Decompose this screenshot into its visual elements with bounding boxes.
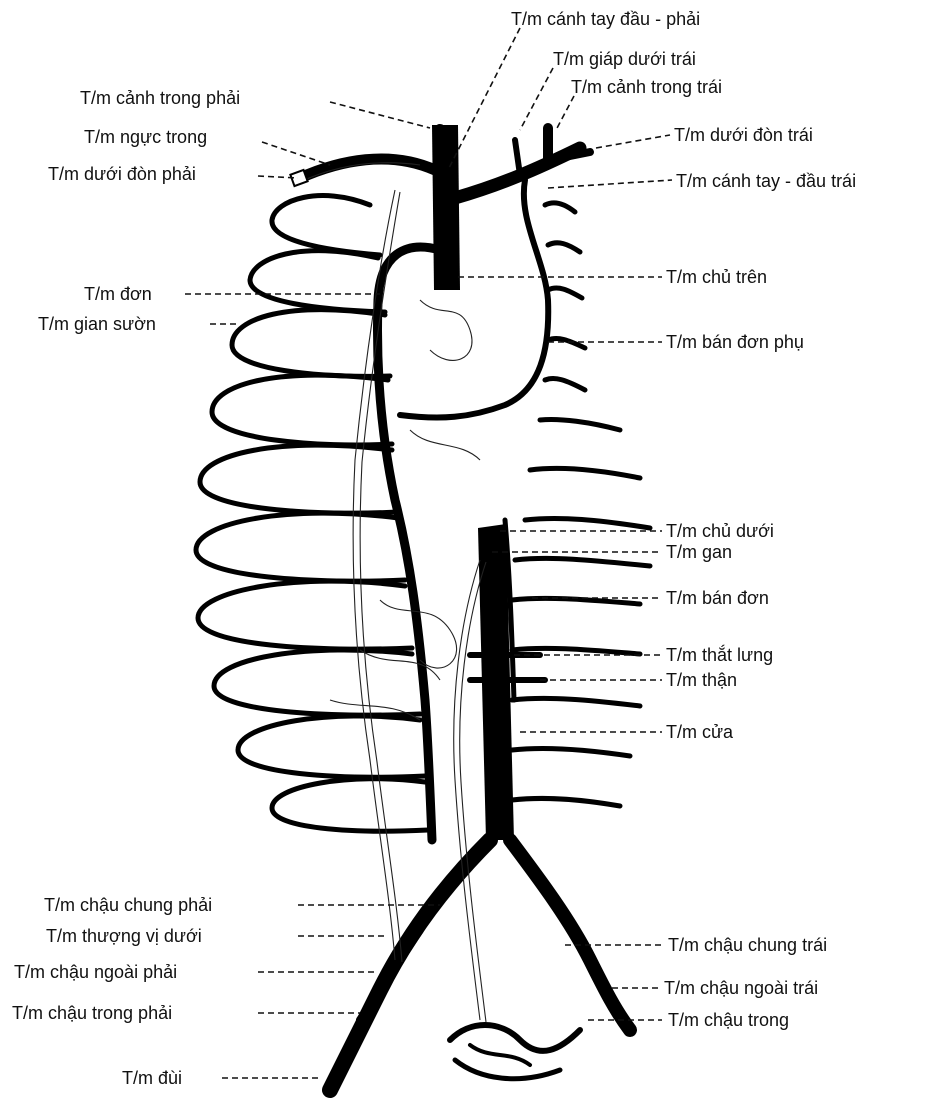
label-superior-vena-cava: T/m chủ trên	[666, 267, 767, 287]
label-internal-iliac: T/m chậu trong	[668, 1010, 789, 1030]
label-inferior-vena-cava: T/m chủ dưới	[666, 521, 774, 541]
label-left-brachiocephalic: T/m cánh tay - đầu trái	[676, 171, 856, 191]
right-internal-jugular	[440, 130, 443, 185]
left-common-iliac	[510, 840, 630, 1030]
label-internal-thoracic: T/m ngực trong	[84, 127, 207, 147]
label-left-internal-jugular: T/m cảnh trong trái	[571, 77, 722, 97]
label-hemiazygos: T/m bán đơn	[666, 588, 769, 608]
label-left-inferior-thyroid: T/m giáp dưới trái	[553, 49, 696, 69]
label-right-internal-iliac: T/m chậu trong phải	[12, 1003, 172, 1023]
right-external-iliac	[360, 930, 420, 1020]
label-inferior-epigastric: T/m thượng vị dưới	[46, 926, 202, 946]
label-intercostal: T/m gian sườn	[38, 314, 156, 334]
label-right-common-iliac: T/m chậu chung phải	[44, 895, 212, 915]
label-left-subclavian: T/m dưới đòn trái	[674, 125, 813, 145]
intercostal-veins	[196, 196, 428, 832]
right-common-iliac	[330, 840, 490, 1090]
label-right-internal-jugular: T/m cảnh trong phải	[80, 88, 240, 108]
label-lumbar: T/m thắt lưng	[666, 644, 773, 665]
label-left-external-iliac: T/m chậu ngoài trái	[664, 978, 818, 998]
anatomy-drawing	[196, 125, 650, 1090]
label-femoral: T/m đùi	[122, 1068, 182, 1088]
accessory-hemiazygos	[400, 180, 548, 418]
label-right-subclavian: T/m dưới đòn phải	[48, 164, 196, 184]
label-portal: T/m cửa	[666, 722, 734, 742]
label-accessory-hemiazygos: T/m bán đơn phụ	[666, 332, 804, 352]
left-intercostal-veins	[512, 203, 650, 806]
label-right-brachiocephalic: T/m cánh tay đầu - phải	[511, 9, 700, 29]
label-left-common-iliac: T/m chậu chung trái	[668, 935, 827, 955]
left-inferior-thyroid	[515, 140, 520, 175]
label-right-external-iliac: T/m chậu ngoài phải	[14, 962, 177, 982]
portal-epigastric-network	[330, 190, 486, 1022]
label-renal: T/m thận	[666, 670, 737, 690]
label-azygos: T/m đơn	[84, 284, 152, 304]
label-hepatic: T/m gan	[666, 542, 732, 562]
azygos-arch	[378, 247, 440, 840]
